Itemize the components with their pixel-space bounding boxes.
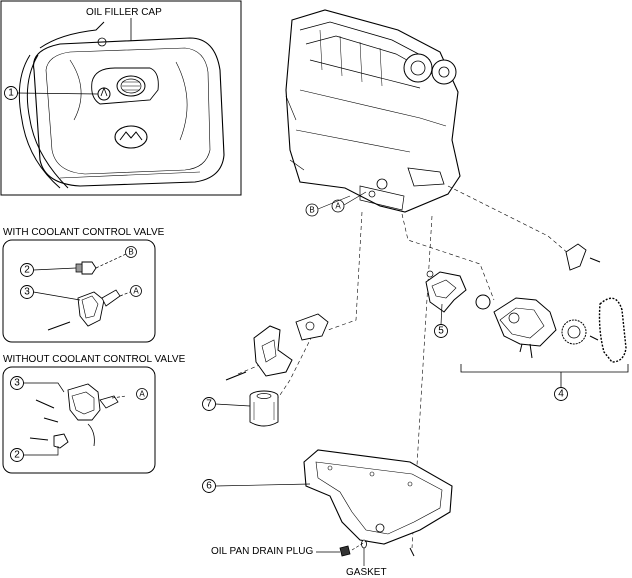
callout-6: 6 (206, 481, 212, 492)
callout-3-with: 3 (24, 287, 30, 298)
ref-a-without: A (139, 390, 145, 399)
callout-3-without: 3 (14, 378, 20, 389)
with-coolant-control-valve-title: WITH COOLANT CONTROL VALVE (3, 227, 165, 238)
oil-filter-adapter: 7 (202, 313, 329, 427)
callout-2-with: 2 (24, 265, 30, 276)
without-coolant-control-valve-title: WITHOUT COOLANT CONTROL VALVE (3, 354, 186, 365)
oil-pan-drain-plug-label: OIL PAN DRAIN PLUG (211, 546, 313, 557)
oil-pan: 6 OIL PAN DRAIN PLUG GASKET (202, 449, 453, 578)
callout-4: 4 (558, 389, 564, 400)
ref-a-with: A (133, 287, 139, 296)
oil-filler-cap-label: OIL FILLER CAP (86, 7, 162, 18)
ref-a-main: A (335, 202, 341, 211)
callout-1: 1 (8, 88, 14, 99)
front-cover-group: 5 4 (425, 243, 629, 401)
callout-7: 7 (206, 399, 212, 410)
ref-b-with: B (128, 248, 133, 257)
without-coolant-valve-inset: 3 2 A (2, 366, 156, 474)
engine-cover-inset: OIL FILLER CAP 1 (0, 0, 242, 196)
engine-block: B A (285, 9, 461, 217)
gasket-label: GASKET (346, 567, 387, 578)
with-coolant-valve-inset: 2 3 B A (2, 239, 156, 343)
callout-2-without: 2 (14, 450, 20, 461)
callout-5: 5 (438, 326, 444, 337)
ref-b-main: B (309, 206, 314, 215)
